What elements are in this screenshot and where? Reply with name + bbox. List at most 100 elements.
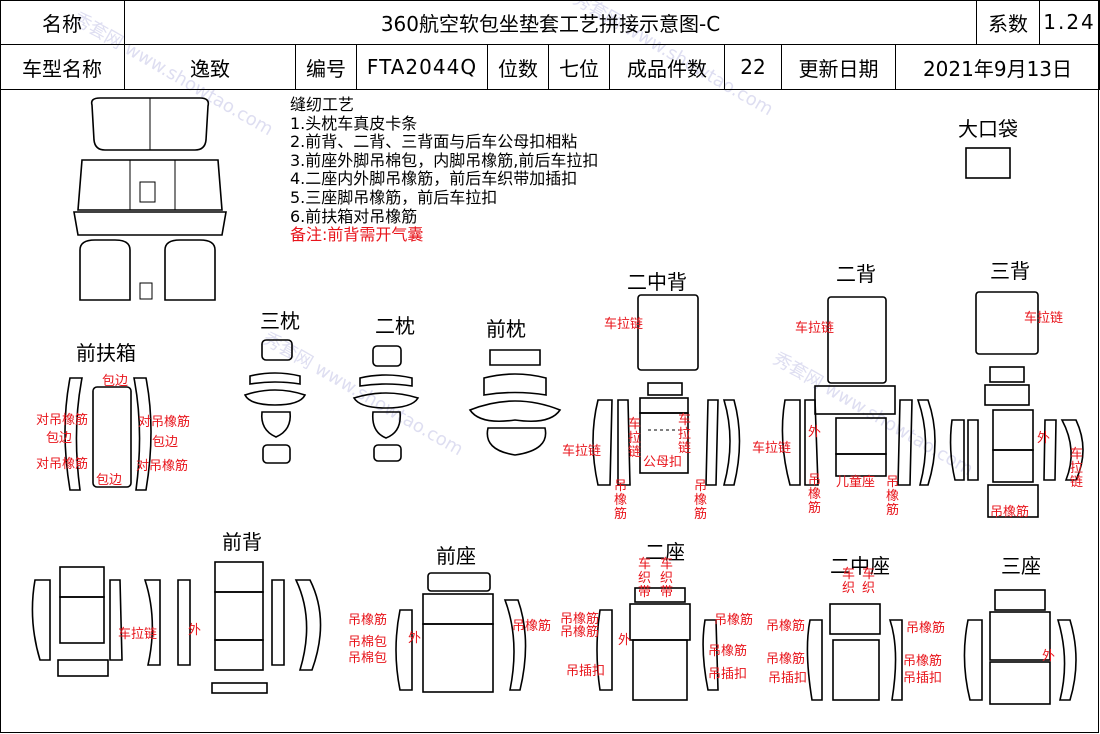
note-rubber: 吊橡筋 xyxy=(560,625,600,640)
note-rubber: 吊橡筋 xyxy=(766,619,806,634)
note-rubber: 吊橡筋 xyxy=(886,475,900,518)
big-pocket-piece xyxy=(965,147,1011,179)
label-big-pocket: 大口袋 xyxy=(958,117,1018,141)
front-back-pieces xyxy=(31,561,322,694)
note-webbing: 车织带 xyxy=(660,557,674,600)
front-armrest-pieces xyxy=(64,377,152,491)
note-pull: 车拉 xyxy=(628,417,642,446)
note-rubber: 吊橡筋 xyxy=(766,652,806,667)
pieces-label: 成品件数 xyxy=(610,45,725,90)
date-label: 更新日期 xyxy=(782,45,896,90)
code-value: FTA2044Q xyxy=(357,45,488,90)
front-seat-pieces xyxy=(395,572,527,693)
note-outer: 外 xyxy=(618,633,632,648)
note-rubber: 吊橡筋 xyxy=(903,654,943,669)
model-value: 逸致 xyxy=(125,45,296,90)
second-middle-back-pieces xyxy=(592,294,741,486)
note-webbing: 车织带 xyxy=(638,557,652,600)
second-back-pieces xyxy=(781,296,936,486)
note-rubber: 吊橡筋 xyxy=(906,621,946,636)
note-item: 2.前背、二背、三背面与后车公母扣相粘 xyxy=(290,132,578,152)
label-front-back: 前背 xyxy=(222,530,262,554)
note-rubber: 吊橡筋 xyxy=(560,612,600,627)
note-rubber-pair: 对吊橡筋 xyxy=(36,457,89,472)
note-cotton-pack: 吊棉包 xyxy=(348,635,388,650)
note-item: 1.头枕车真皮卡条 xyxy=(290,113,418,133)
note-rubber: 吊橡筋 xyxy=(714,613,754,628)
label-third-seat: 三座 xyxy=(1001,554,1041,578)
note-item: 6.前扶箱对吊橡筋 xyxy=(290,206,418,226)
note-webbing: 车织 xyxy=(862,567,876,596)
note-rubber-pair: 对吊橡筋 xyxy=(36,413,89,428)
note-plug-buckle: 吊插扣 xyxy=(768,671,808,686)
headrest-pieces xyxy=(243,339,562,464)
note-edge: 包边 xyxy=(152,435,179,450)
note-plug-buckle: 吊插扣 xyxy=(566,664,606,679)
note-cotton-pack: 吊棉包 xyxy=(348,651,388,666)
note-rubber-pair: 对吊橡筋 xyxy=(136,459,189,474)
note-pull-chain: 车拉链 xyxy=(604,317,644,332)
label-front-seat: 前座 xyxy=(436,544,476,568)
date-value: 2021年9月13日 xyxy=(896,45,1100,90)
note-child-seat: 儿童座 xyxy=(836,475,876,490)
car-layout-icon xyxy=(73,97,227,301)
model-label: 车型名称 xyxy=(0,45,125,90)
note-webbing: 车织 xyxy=(842,567,856,596)
note-outer: 外 xyxy=(188,623,202,638)
note-pull-chain: 车拉链 xyxy=(562,444,602,459)
note-item: 4.二座内外脚吊橡筋，前后车织带加插扣 xyxy=(290,169,578,189)
note-pull-chain: 车拉链 xyxy=(752,441,792,456)
label-second-headrest: 二枕 xyxy=(375,314,415,338)
label-second-seat: 二座 xyxy=(645,540,685,564)
third-seat-pieces xyxy=(963,589,1077,705)
note-rubber: 吊橡筋 xyxy=(694,479,708,522)
note-outer: 外 xyxy=(1042,649,1056,664)
name-label: 名称 xyxy=(0,0,125,45)
diagram-title: 360航空软包坐垫套工艺拼接示意图-C xyxy=(125,0,977,45)
label-third-back: 三背 xyxy=(990,259,1030,283)
note-rubber-pair: 对吊橡筋 xyxy=(138,415,191,430)
code-label: 编号 xyxy=(296,45,357,90)
note-edge: 包边 xyxy=(46,431,73,446)
note-edge: 包边 xyxy=(102,374,129,389)
seats-label: 位数 xyxy=(488,45,549,90)
second-seat-pieces xyxy=(596,587,719,701)
note-outer: 外 xyxy=(808,425,822,440)
note-outer: 外 xyxy=(408,631,422,646)
label-front-armrest: 前扶箱 xyxy=(76,341,136,365)
note-rubber: 吊橡筋 xyxy=(512,619,552,634)
label-third-headrest: 三枕 xyxy=(260,309,300,333)
notes-title: 缝纫工艺 xyxy=(290,95,355,114)
note-item: 5.三座脚吊橡筋，前后车拉扣 xyxy=(290,187,498,207)
coef-label: 系数 xyxy=(977,0,1040,45)
note-plug-buckle: 吊插扣 xyxy=(708,667,748,682)
note-chain: 链 xyxy=(628,445,642,460)
note-pull-chain: 车拉链 xyxy=(118,627,158,642)
note-pull-chain: 车拉链 xyxy=(1024,311,1064,326)
note-rubber: 吊橡筋 xyxy=(990,505,1030,520)
note-rubber: 吊橡筋 xyxy=(348,613,388,628)
note-pull-chain: 车拉链 xyxy=(795,321,835,336)
note-rubber: 吊橡筋 xyxy=(808,473,822,516)
third-back-pieces xyxy=(949,291,1084,518)
notes-remark: 备注:前背需开气囊 xyxy=(290,225,424,245)
note-plug-buckle: 吊插扣 xyxy=(903,671,943,686)
label-front-headrest: 前枕 xyxy=(486,317,526,341)
note-male-female-buckle: 公母扣 xyxy=(643,455,683,470)
note-rubber: 吊橡筋 xyxy=(708,644,748,659)
note-outer: 外 xyxy=(1037,431,1051,446)
note-item: 3.前座外脚吊棉包，内脚吊橡筋,前后车拉扣 xyxy=(290,150,599,170)
pieces-value: 22 xyxy=(725,45,782,90)
note-edge: 包边 xyxy=(96,473,123,488)
label-second-middle-seat: 二中座 xyxy=(830,554,890,578)
note-pull: 车拉 xyxy=(678,413,692,442)
second-middle-seat-pieces xyxy=(806,603,903,701)
sewing-notes: 缝纫工艺 1.头枕车真皮卡条 2.前背、二背、三背面与后车公母扣相粘 3.前座外… xyxy=(290,95,599,245)
seats-value: 七位 xyxy=(549,45,610,90)
label-second-back: 二背 xyxy=(836,262,876,286)
note-chain: 链 xyxy=(678,441,692,456)
note-pull-chain: 车拉链 xyxy=(1070,447,1084,490)
label-second-middle-back: 二中背 xyxy=(627,270,687,294)
